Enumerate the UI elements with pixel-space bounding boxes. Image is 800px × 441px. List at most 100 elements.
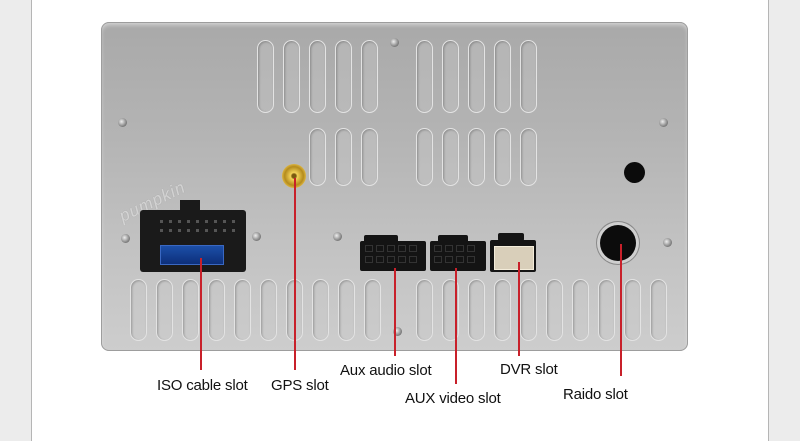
iso-pin — [178, 229, 181, 232]
screw-icon — [333, 232, 342, 241]
iso-pin — [232, 220, 235, 223]
vent-slot — [260, 279, 277, 341]
connector-pin — [445, 256, 453, 263]
callout-line-iso — [200, 258, 202, 370]
iso-pin — [196, 229, 199, 232]
vent-slot — [208, 279, 225, 341]
label-radio-slot: Raido slot — [563, 386, 628, 403]
iso-blue-latch — [160, 245, 224, 265]
connector-pin — [467, 256, 475, 263]
vent-slot — [520, 279, 537, 341]
connector-pin — [445, 245, 453, 252]
vent-slot — [335, 128, 352, 186]
label-aux-audio-slot: Aux audio slot — [340, 362, 432, 379]
vent-slot — [234, 279, 251, 341]
vent-slot — [546, 279, 563, 341]
iso-pin — [214, 229, 217, 232]
connector-pin — [456, 256, 464, 263]
connector-pin — [409, 245, 417, 252]
vent-slot — [494, 279, 511, 341]
iso-pin — [223, 229, 226, 232]
connector-pin — [456, 245, 464, 252]
screw-icon — [252, 232, 261, 241]
vent-slot — [338, 279, 355, 341]
vent-slot — [257, 40, 274, 113]
mic-hole — [624, 162, 645, 183]
iso-pin — [232, 229, 235, 232]
callout-line-gps — [294, 178, 296, 370]
vent-slot — [416, 40, 433, 113]
dvr-connector-socket — [494, 246, 534, 270]
iso-pin — [169, 220, 172, 223]
vent-slot — [283, 40, 300, 113]
vent-slot — [520, 128, 537, 186]
aux-video-connector-tab — [438, 235, 468, 243]
connector-pin — [376, 256, 384, 263]
screw-icon — [118, 118, 127, 127]
aux-audio-connector-tab — [364, 235, 398, 243]
vent-slot — [364, 279, 381, 341]
vent-slot — [468, 128, 485, 186]
screw-icon — [390, 38, 399, 47]
screw-icon — [659, 118, 668, 127]
connector-pin — [387, 245, 395, 252]
iso-pin — [178, 220, 181, 223]
connector-pin — [434, 245, 442, 252]
callout-line-aux-audio — [394, 268, 396, 356]
connector-pin — [398, 245, 406, 252]
vent-slot — [442, 279, 459, 341]
iso-pin — [160, 220, 163, 223]
iso-pin — [196, 220, 199, 223]
connector-pin — [365, 256, 373, 263]
screw-icon — [393, 327, 402, 336]
callout-line-aux-video — [455, 268, 457, 384]
vent-slot — [468, 279, 485, 341]
screw-icon — [663, 238, 672, 247]
vent-slot — [624, 279, 641, 341]
iso-pin — [169, 229, 172, 232]
vent-slot — [335, 40, 352, 113]
vent-slot — [494, 40, 511, 113]
dvr-connector-tab — [498, 233, 524, 241]
vent-slot — [442, 40, 459, 113]
vent-slot — [130, 279, 147, 341]
callout-line-dvr — [518, 262, 520, 356]
vent-slot — [416, 279, 433, 341]
vent-slot — [182, 279, 199, 341]
vent-slot — [468, 40, 485, 113]
connector-pin — [376, 245, 384, 252]
iso-pin — [205, 229, 208, 232]
label-iso-cable-slot: ISO cable slot — [157, 377, 248, 394]
iso-pin — [223, 220, 226, 223]
vent-slot — [416, 128, 433, 186]
connector-pin — [467, 245, 475, 252]
label-gps-slot: GPS slot — [271, 377, 329, 394]
vent-slot — [309, 40, 326, 113]
screw-icon — [121, 234, 130, 243]
label-dvr-slot: DVR slot — [500, 361, 558, 378]
vent-slot — [309, 128, 326, 186]
vent-slot — [442, 128, 459, 186]
connector-pin — [387, 256, 395, 263]
connector-pin — [434, 256, 442, 263]
callout-line-radio — [620, 244, 622, 376]
iso-pin — [205, 220, 208, 223]
vent-slot — [494, 128, 511, 186]
iso-pin — [214, 220, 217, 223]
vent-slot — [156, 279, 173, 341]
vent-slot — [312, 279, 329, 341]
connector-pin — [365, 245, 373, 252]
radio-antenna-socket — [600, 225, 636, 261]
vent-slot — [598, 279, 615, 341]
iso-pin — [160, 229, 163, 232]
iso-pin — [187, 229, 190, 232]
vent-slot — [650, 279, 667, 341]
connector-pin — [398, 256, 406, 263]
vent-slot — [361, 40, 378, 113]
vent-slot — [572, 279, 589, 341]
label-aux-video-slot: AUX video slot — [405, 390, 501, 407]
vent-slot — [361, 128, 378, 186]
vent-slot — [520, 40, 537, 113]
iso-pin — [187, 220, 190, 223]
connector-pin — [409, 256, 417, 263]
